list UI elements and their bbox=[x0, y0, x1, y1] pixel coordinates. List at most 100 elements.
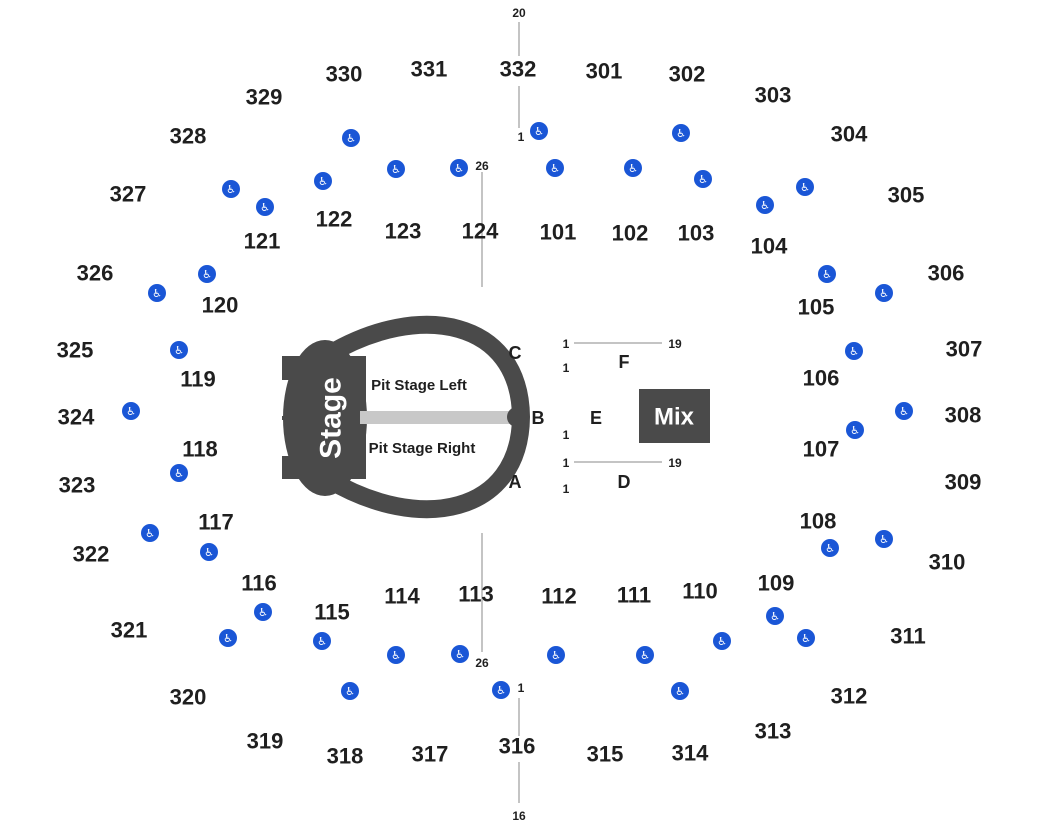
section-316[interactable]: 316 bbox=[499, 734, 536, 759]
seat-number: 19 bbox=[668, 337, 682, 351]
wheelchair-icon: ♿ bbox=[141, 524, 159, 542]
section-327[interactable]: 327 bbox=[110, 182, 147, 207]
svg-text:♿: ♿ bbox=[258, 606, 268, 619]
section-317[interactable]: 317 bbox=[412, 742, 449, 767]
section-304[interactable]: 304 bbox=[831, 122, 868, 147]
svg-text:♿: ♿ bbox=[345, 685, 355, 698]
section-328[interactable]: 328 bbox=[170, 124, 207, 149]
svg-text:♿: ♿ bbox=[698, 173, 708, 186]
section-118[interactable]: 118 bbox=[182, 437, 218, 462]
section-103[interactable]: 103 bbox=[678, 221, 715, 246]
stage-area: Stage Pit Stage Left Pit Stage Right bbox=[282, 315, 531, 519]
section-326[interactable]: 326 bbox=[77, 261, 114, 286]
row-c[interactable]: C bbox=[509, 343, 522, 363]
row-e[interactable]: E bbox=[590, 408, 602, 428]
section-319[interactable]: 319 bbox=[247, 729, 284, 754]
svg-text:♿: ♿ bbox=[534, 125, 544, 138]
wheelchair-icon: ♿ bbox=[766, 607, 784, 625]
section-111[interactable]: 111 bbox=[617, 583, 651, 608]
section-121[interactable]: 121 bbox=[244, 229, 281, 254]
wheelchair-icon: ♿ bbox=[671, 682, 689, 700]
svg-text:♿: ♿ bbox=[879, 287, 889, 300]
section-311[interactable]: 311 bbox=[890, 624, 926, 649]
section-106[interactable]: 106 bbox=[803, 366, 840, 391]
svg-text:♿: ♿ bbox=[717, 635, 727, 648]
wheelchair-icon: ♿ bbox=[492, 681, 510, 699]
row-b[interactable]: B bbox=[532, 408, 545, 428]
sections-100-level: 101 102 103 104 105 106 107 108 109 110 … bbox=[180, 207, 839, 625]
section-322[interactable]: 322 bbox=[73, 542, 110, 567]
svg-text:♿: ♿ bbox=[391, 163, 401, 176]
section-329[interactable]: 329 bbox=[246, 85, 283, 110]
section-112[interactable]: 112 bbox=[541, 584, 577, 609]
row-a[interactable]: A bbox=[509, 472, 522, 492]
section-124[interactable]: 124 bbox=[462, 219, 499, 244]
section-105[interactable]: 105 bbox=[798, 295, 835, 320]
mix-label: Mix bbox=[654, 404, 695, 431]
wheelchair-icon: ♿ bbox=[694, 170, 712, 188]
section-107[interactable]: 107 bbox=[803, 437, 840, 462]
svg-text:♿: ♿ bbox=[202, 268, 212, 281]
wheelchair-icon: ♿ bbox=[451, 645, 469, 663]
wheelchair-icon: ♿ bbox=[148, 284, 166, 302]
svg-text:♿: ♿ bbox=[822, 268, 832, 281]
section-310[interactable]: 310 bbox=[929, 550, 966, 575]
section-323[interactable]: 323 bbox=[59, 473, 96, 498]
wheelchair-icon: ♿ bbox=[342, 129, 360, 147]
svg-text:♿: ♿ bbox=[226, 183, 236, 196]
section-324[interactable]: 324 bbox=[58, 405, 95, 430]
section-122[interactable]: 122 bbox=[316, 207, 353, 232]
section-120[interactable]: 120 bbox=[202, 293, 239, 318]
section-104[interactable]: 104 bbox=[751, 234, 788, 259]
wheelchair-icon: ♿ bbox=[200, 543, 218, 561]
section-108[interactable]: 108 bbox=[800, 509, 837, 534]
stage-ellipse bbox=[283, 340, 367, 496]
svg-text:♿: ♿ bbox=[801, 632, 811, 645]
section-109[interactable]: 109 bbox=[758, 571, 795, 596]
section-110[interactable]: 110 bbox=[682, 579, 718, 604]
section-330[interactable]: 330 bbox=[326, 62, 363, 87]
section-102[interactable]: 102 bbox=[612, 221, 649, 246]
svg-text:♿: ♿ bbox=[318, 175, 328, 188]
section-325[interactable]: 325 bbox=[57, 338, 94, 363]
svg-text:♿: ♿ bbox=[899, 405, 909, 418]
section-320[interactable]: 320 bbox=[170, 685, 207, 710]
row-f[interactable]: F bbox=[619, 352, 630, 372]
section-116[interactable]: 116 bbox=[241, 571, 277, 596]
section-302[interactable]: 302 bbox=[669, 62, 706, 87]
section-119[interactable]: 119 bbox=[180, 367, 216, 392]
section-115[interactable]: 115 bbox=[314, 600, 350, 625]
section-309[interactable]: 309 bbox=[945, 470, 982, 495]
wheelchair-icon: ♿ bbox=[314, 172, 332, 190]
seat-number: 1 bbox=[563, 482, 570, 496]
section-318[interactable]: 318 bbox=[327, 744, 364, 769]
section-101[interactable]: 101 bbox=[540, 220, 577, 245]
section-114[interactable]: 114 bbox=[384, 584, 420, 609]
section-123[interactable]: 123 bbox=[385, 219, 422, 244]
section-301[interactable]: 301 bbox=[586, 59, 623, 84]
floor-rows: C B A F E D Mix bbox=[509, 343, 710, 492]
wheelchair-icon: ♿ bbox=[624, 159, 642, 177]
section-306[interactable]: 306 bbox=[928, 261, 965, 286]
svg-text:♿: ♿ bbox=[223, 632, 233, 645]
section-313[interactable]: 313 bbox=[755, 719, 792, 744]
section-117[interactable]: 117 bbox=[198, 510, 234, 535]
section-332[interactable]: 332 bbox=[500, 57, 537, 82]
wheelchair-icon: ♿ bbox=[256, 198, 274, 216]
section-303[interactable]: 303 bbox=[755, 83, 792, 108]
wheelchair-icon: ♿ bbox=[313, 632, 331, 650]
section-321[interactable]: 321 bbox=[111, 618, 148, 643]
seat-number: 19 bbox=[668, 456, 682, 470]
section-113[interactable]: 113 bbox=[458, 582, 494, 607]
wheelchair-icon: ♿ bbox=[672, 124, 690, 142]
section-305[interactable]: 305 bbox=[888, 183, 925, 208]
svg-text:♿: ♿ bbox=[496, 684, 506, 697]
section-307[interactable]: 307 bbox=[946, 337, 983, 362]
wheelchair-icon: ♿ bbox=[170, 341, 188, 359]
section-315[interactable]: 315 bbox=[587, 742, 624, 767]
section-331[interactable]: 331 bbox=[411, 57, 448, 82]
section-308[interactable]: 308 bbox=[945, 403, 982, 428]
row-d[interactable]: D bbox=[618, 472, 631, 492]
section-314[interactable]: 314 bbox=[672, 741, 709, 766]
section-312[interactable]: 312 bbox=[831, 684, 868, 709]
